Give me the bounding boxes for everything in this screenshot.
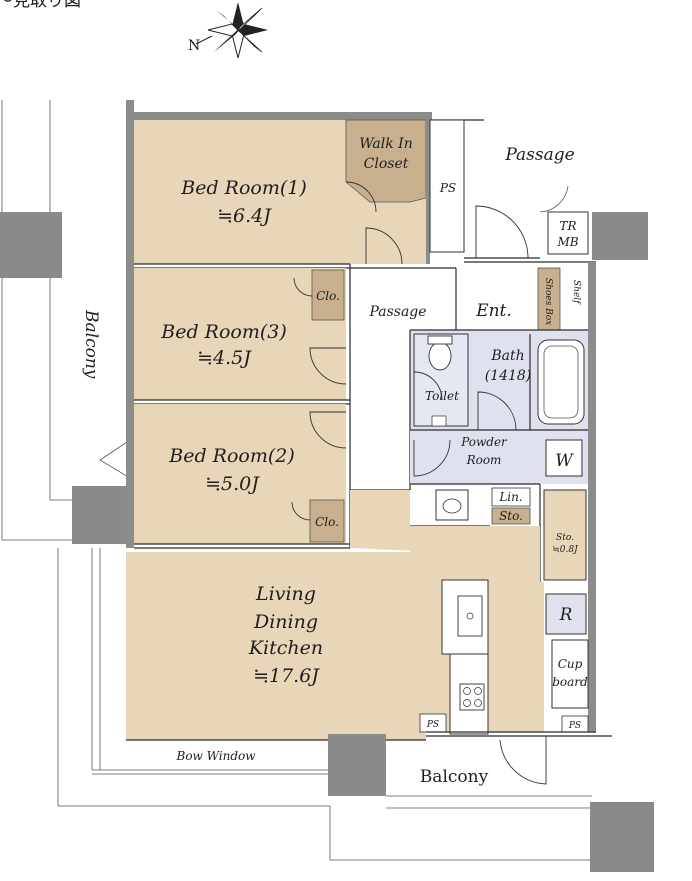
linen-box xyxy=(491,487,531,507)
washer-label: W xyxy=(555,451,574,471)
bed-room-3-size: ≒4.5J xyxy=(197,347,252,369)
compass-icon xyxy=(195,2,268,59)
bed-room-2-door[interactable] xyxy=(309,411,347,449)
mb-label: MB xyxy=(556,235,578,249)
left-balcony xyxy=(0,100,134,544)
ldk-label-2: Dining xyxy=(253,611,318,633)
bath-door[interactable] xyxy=(477,391,517,431)
linen-label: Lin. xyxy=(498,490,522,504)
storage-small-box xyxy=(491,507,531,525)
washer-box xyxy=(545,439,583,477)
bed-room-3-name: Bed Room(3) xyxy=(160,321,287,343)
toilet-door[interactable] xyxy=(413,371,443,401)
bath-label-1: Bath xyxy=(490,348,524,364)
powder-label-2: Room xyxy=(466,453,502,467)
bed-room-3-door[interactable] xyxy=(309,347,347,385)
north-wall xyxy=(126,112,432,120)
passage-inner-label: Passage xyxy=(368,304,426,320)
closet-2-label: Clo. xyxy=(315,515,339,529)
bed-room-1-door[interactable] xyxy=(365,227,403,265)
storage-small-label: Sto. xyxy=(499,509,523,523)
bottom-balcony xyxy=(328,734,654,872)
storage-label: Sto. xyxy=(556,533,574,543)
cupboard-label-2: board xyxy=(552,675,588,689)
entrance-door[interactable] xyxy=(475,205,529,259)
bed-room-1-name: Bed Room(1) xyxy=(180,177,307,199)
powder-door[interactable] xyxy=(413,439,451,477)
storage-size: ≒0.8J xyxy=(552,545,579,555)
closet-bed-2 xyxy=(309,499,345,543)
shoes-box-label: Shoes Box xyxy=(543,278,553,325)
bow-window xyxy=(57,548,330,807)
bed-room-3 xyxy=(134,268,346,400)
entrance-label: Ent. xyxy=(475,301,512,321)
toilet-bowl-icon xyxy=(428,341,452,371)
closet-1-label: Clo. xyxy=(316,289,340,303)
bed-room-1-size: ≒6.4J xyxy=(217,205,272,227)
vanity-sink-icon xyxy=(435,489,469,521)
balcony-left-label: Balcony xyxy=(81,309,101,379)
bath-label-2: (1418) xyxy=(485,368,532,384)
west-wall xyxy=(126,100,134,548)
passage-outer-label: Passage xyxy=(504,145,574,165)
shelf-label: Shelf xyxy=(571,280,581,305)
bed-room-2-name: Bed Room(2) xyxy=(168,445,295,467)
storage-room xyxy=(543,489,587,581)
bed-room-2-size: ≒5.0J xyxy=(205,473,260,495)
closet-bed-3 xyxy=(311,269,345,321)
sink-icon xyxy=(457,595,483,637)
ps-right-label: PS xyxy=(568,721,581,731)
ldk-size: ≒17.6J xyxy=(253,665,320,687)
walkin-label-2: Closet xyxy=(364,156,409,172)
bow-window-label: Bow Window xyxy=(176,749,257,763)
tr-label: TR xyxy=(559,219,576,233)
ldk-label-1: Living xyxy=(255,583,316,605)
ldk-label-3: Kitchen xyxy=(248,637,323,659)
cupboard-label-1: Cup xyxy=(558,657,583,671)
east-wall xyxy=(588,262,596,732)
ps-top-label: PS xyxy=(439,181,456,195)
bathtub-icon xyxy=(537,339,585,425)
refrigerator-label: R xyxy=(559,605,573,625)
ps-kitchen-label: PS xyxy=(426,720,439,730)
stove-icon xyxy=(459,683,485,711)
ps-top xyxy=(429,119,465,253)
compass-north-label: N xyxy=(188,38,200,54)
pillar-ne xyxy=(592,212,648,260)
balcony-bottom-label: Balcony xyxy=(420,767,489,787)
walkin-label-1: Walk In xyxy=(359,136,412,152)
cupboard xyxy=(551,639,589,709)
refrigerator-box xyxy=(545,593,587,635)
header-fragment: 〜見取り図 xyxy=(0,0,81,11)
tr-mb-box xyxy=(547,211,589,255)
powder-label-1: Powder xyxy=(460,435,508,449)
ldk-room-main xyxy=(126,552,426,740)
